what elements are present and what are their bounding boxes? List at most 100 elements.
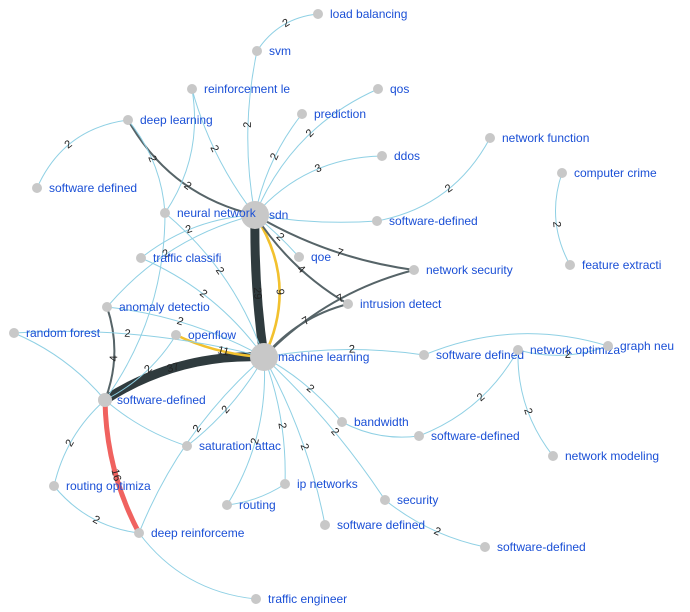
node-sd1[interactable]: software defined [32, 181, 137, 195]
node-id[interactable]: intrusion detect [343, 297, 442, 311]
node-circle[interactable] [557, 168, 567, 178]
node-circle[interactable] [222, 500, 232, 510]
edge-ml-nn [164, 212, 265, 358]
node-label: neural network [177, 206, 257, 220]
node-lb[interactable]: load balancing [313, 7, 407, 21]
edges-layer [13, 13, 609, 600]
node-circle[interactable] [565, 260, 575, 270]
node-circle[interactable] [280, 479, 290, 489]
node-circle[interactable] [377, 151, 387, 161]
node-label: saturation attac [199, 439, 281, 453]
node-label: software defined [436, 348, 524, 362]
node-circle[interactable] [337, 417, 347, 427]
node-rf[interactable]: random forest [9, 326, 101, 340]
node-nf[interactable]: network function [485, 131, 589, 145]
edge-sdn-tc [140, 214, 256, 259]
node-label: traffic classifi [153, 251, 221, 265]
node-circle[interactable] [419, 350, 429, 360]
node-sa[interactable]: saturation attac [182, 439, 281, 453]
edge-sdf-dr [102, 397, 142, 536]
node-ml[interactable]: machine learning [250, 343, 369, 371]
node-circle[interactable] [98, 393, 112, 407]
node-circle[interactable] [603, 341, 613, 351]
node-sd5[interactable]: software-defined [480, 540, 586, 554]
node-nn[interactable]: neural network [160, 206, 257, 220]
node-dl[interactable]: deep learning [123, 113, 213, 127]
node-sdh[interactable]: software-defined [372, 214, 478, 228]
node-sd4[interactable]: software defined [320, 518, 425, 532]
node-of[interactable]: openflow [171, 328, 236, 342]
node-rt[interactable]: routing [222, 498, 276, 512]
node-circle[interactable] [372, 216, 382, 226]
node-circle[interactable] [123, 115, 133, 125]
edge-ml-ipn [263, 356, 286, 485]
node-label: software-defined [431, 429, 520, 443]
node-circle[interactable] [136, 253, 146, 263]
node-circle[interactable] [320, 520, 330, 530]
edge-no-nm [517, 349, 554, 457]
node-circle[interactable] [9, 328, 19, 338]
node-circle[interactable] [32, 183, 42, 193]
node-circle[interactable] [343, 299, 353, 309]
node-circle[interactable] [187, 84, 197, 94]
node-circle[interactable] [313, 9, 323, 19]
node-qoe[interactable]: qoe [294, 250, 331, 264]
node-label: feature extracti [582, 258, 661, 272]
node-tc[interactable]: traffic classifi [136, 251, 221, 265]
node-sd2[interactable]: software defined [419, 348, 524, 362]
node-circle[interactable] [373, 84, 383, 94]
node-ipn[interactable]: ip networks [280, 477, 358, 491]
node-circle[interactable] [380, 495, 390, 505]
node-fe[interactable]: feature extracti [565, 258, 661, 272]
node-circle[interactable] [241, 201, 269, 229]
node-gn[interactable]: graph neu [603, 339, 674, 353]
node-sdf[interactable]: software-defined [98, 393, 206, 407]
node-sec[interactable]: security [380, 493, 438, 507]
node-te[interactable]: traffic engineer [251, 592, 347, 606]
node-ad[interactable]: anomaly detectio [102, 300, 210, 314]
node-circle[interactable] [49, 481, 59, 491]
node-label: anomaly detectio [119, 300, 210, 314]
node-circle[interactable] [171, 330, 181, 340]
node-circle[interactable] [485, 133, 495, 143]
node-svm[interactable]: svm [252, 44, 291, 58]
node-sd3[interactable]: software-defined [414, 429, 520, 443]
node-circle[interactable] [134, 528, 144, 538]
edge-weight-label: 2 [175, 315, 184, 328]
node-label: qos [390, 82, 409, 96]
node-circle[interactable] [409, 265, 419, 275]
node-ns[interactable]: network security [409, 263, 513, 277]
node-sdn[interactable]: sdn [241, 201, 288, 229]
node-label: routing optimiza [66, 479, 151, 493]
node-circle[interactable] [414, 431, 424, 441]
node-label: sdn [269, 208, 288, 222]
edge-sdh-nf [376, 137, 491, 222]
edge-sdf-nn [104, 212, 166, 401]
node-circle[interactable] [102, 302, 112, 312]
node-ddos[interactable]: ddos [377, 149, 420, 163]
node-no[interactable]: network optimiza [513, 343, 620, 357]
node-dr[interactable]: deep reinforceme [134, 526, 245, 540]
node-circle[interactable] [294, 252, 304, 262]
node-label: software-defined [117, 393, 206, 407]
node-rl[interactable]: reinforcement le [187, 82, 290, 96]
node-circle[interactable] [513, 345, 523, 355]
node-circle[interactable] [297, 109, 307, 119]
node-circle[interactable] [548, 451, 558, 461]
edge-sdf-of [104, 334, 177, 401]
node-circle[interactable] [251, 594, 261, 604]
node-label: qoe [311, 250, 331, 264]
node-circle[interactable] [182, 441, 192, 451]
node-bw[interactable]: bandwidth [337, 415, 409, 429]
node-nm[interactable]: network modeling [548, 449, 659, 463]
node-pred[interactable]: prediction [297, 107, 366, 121]
node-label: prediction [314, 107, 366, 121]
node-circle[interactable] [250, 343, 278, 371]
node-circle[interactable] [160, 208, 170, 218]
node-qos[interactable]: qos [373, 82, 409, 96]
node-circle[interactable] [252, 46, 262, 56]
node-circle[interactable] [480, 542, 490, 552]
node-cc[interactable]: computer crime [557, 166, 657, 180]
node-ro[interactable]: routing optimiza [49, 479, 151, 493]
node-label: ip networks [297, 477, 358, 491]
